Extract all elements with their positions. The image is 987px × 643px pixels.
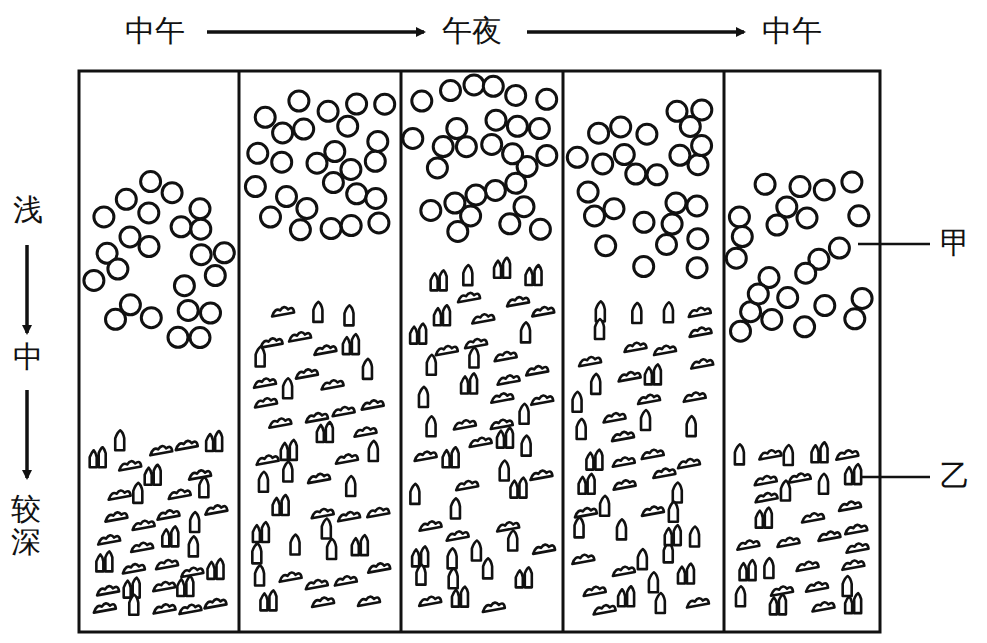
depth-label: 较深: [11, 492, 41, 558]
depth-label: 浅: [11, 195, 45, 225]
phytoplankton-jia: [84, 75, 872, 348]
time-label: 午夜: [440, 16, 504, 46]
panel-frame: [79, 71, 880, 632]
leader-line: [858, 244, 930, 477]
organism-label: 乙: [938, 461, 972, 491]
panel-divider: [239, 71, 724, 632]
time-label: 中午: [123, 16, 187, 46]
organism-label: 甲: [938, 228, 972, 258]
zooplankton-yi: [90, 258, 869, 615]
time-label: 中午: [760, 16, 824, 46]
depth-label: 中: [11, 342, 45, 372]
